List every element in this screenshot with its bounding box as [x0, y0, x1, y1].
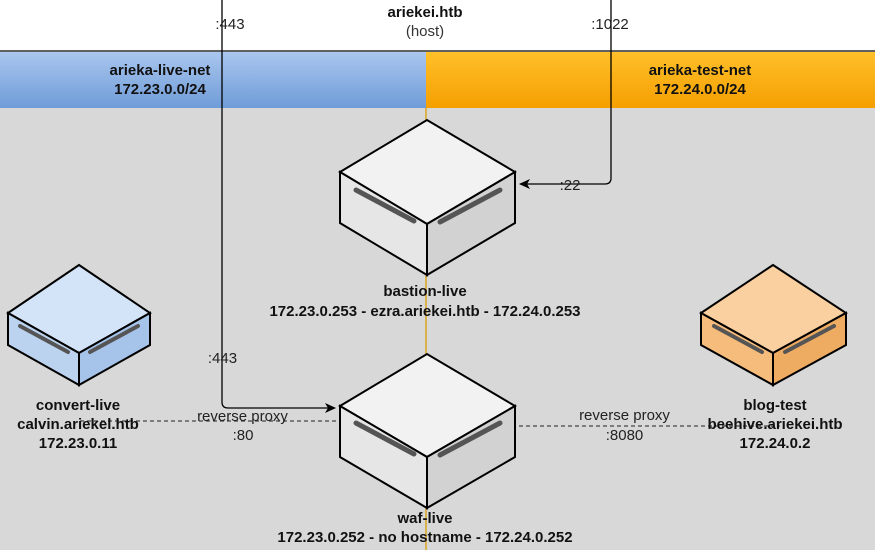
- edge-host-443-to-waf: [221, 0, 336, 413]
- blog-hostname: beehive.ariekei.htb: [707, 416, 843, 433]
- convert-server-icon: [6, 263, 152, 387]
- host-role: (host): [405, 23, 445, 40]
- waf-server-icon: [338, 352, 517, 510]
- blog-name: blog-test: [743, 397, 807, 414]
- edge-label-host-1022: :1022: [591, 16, 629, 33]
- live-net-band: [0, 52, 426, 108]
- test-net-band: [426, 52, 875, 108]
- host-name: ariekei.htb: [387, 4, 463, 21]
- edge-label-waf-443: :443: [207, 350, 238, 367]
- edge-label-convert-proxy: reverse proxy: [197, 408, 288, 425]
- edge-label-bastion-22: :22: [559, 177, 581, 194]
- edge-label-convert-port: :80: [232, 427, 254, 444]
- edge-label-host-443: :443: [215, 16, 245, 33]
- live-net-cidr: 172.23.0.0/24: [114, 81, 206, 98]
- waf-detail: 172.23.0.252 - no hostname - 172.24.0.25…: [277, 529, 573, 546]
- blog-ip: 172.24.0.2: [739, 435, 811, 452]
- edge-host-1022-to-bastion: [519, 0, 612, 189]
- edge-label-blog-proxy: reverse proxy: [579, 407, 670, 424]
- test-net-cidr: 172.24.0.0/24: [654, 81, 746, 98]
- convert-ip: 172.23.0.11: [38, 435, 118, 452]
- live-net-name: arieka-live-net: [109, 62, 211, 79]
- test-net-name: arieka-test-net: [648, 62, 752, 79]
- convert-name: convert-live: [35, 397, 121, 414]
- bastion-name: bastion-live: [383, 283, 467, 300]
- bastion-detail: 172.23.0.253 - ezra.ariekei.htb - 172.24…: [269, 303, 581, 320]
- blog-server-icon: [699, 263, 848, 387]
- waf-name: waf-live: [397, 510, 453, 527]
- bastion-server-icon: [338, 118, 517, 277]
- convert-hostname: calvin.ariekel.htb: [17, 416, 139, 433]
- edge-label-blog-port: :8080: [605, 427, 644, 444]
